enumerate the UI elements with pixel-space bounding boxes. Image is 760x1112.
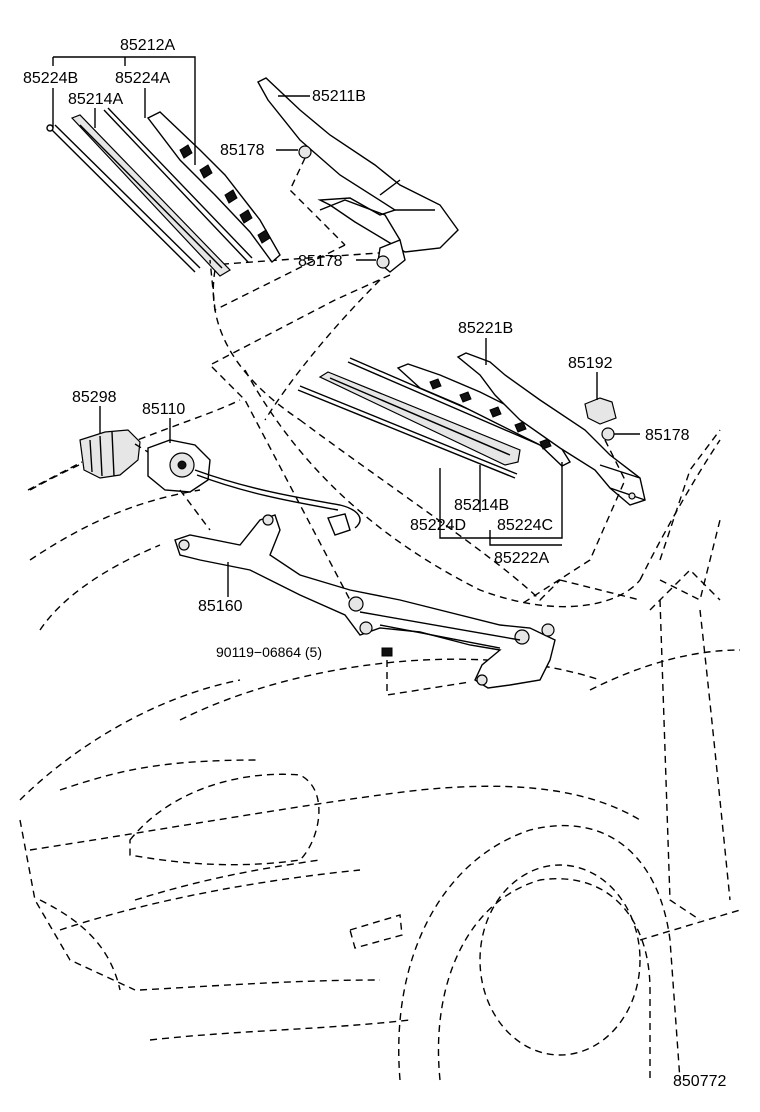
motor-cover-85298 — [79, 429, 141, 479]
label-85178-right: 85178 — [645, 427, 690, 444]
label-85214B: 85214B — [454, 497, 509, 514]
label-85224C: 85224C — [497, 517, 553, 534]
label-85221B: 85221B — [458, 320, 513, 337]
left-wiper-blade-assembly — [46, 107, 281, 277]
leader-lines — [27, 56, 640, 606]
label-85224B: 85224B — [23, 70, 78, 87]
label-85110: 85110 — [142, 401, 185, 418]
label-85212A: 85212A — [120, 37, 175, 54]
cap-85192 — [584, 397, 617, 425]
bolt-90119 — [381, 647, 393, 657]
label-85178-upper: 85178 — [220, 142, 265, 159]
part-labels: 85212A 85224B 85224A 85214A 85211B 85178… — [23, 37, 726, 1090]
label-85214A: 85214A — [68, 91, 123, 108]
label-85224A: 85224A — [115, 70, 170, 87]
label-85298: 85298 — [72, 389, 117, 406]
figure-number: 850772 — [673, 1073, 726, 1090]
wiper-linkage — [174, 514, 556, 696]
nut-85178-upper — [298, 145, 312, 159]
label-85211B: 85211B — [312, 88, 366, 105]
nut-85178-lower — [376, 255, 390, 269]
label-85160: 85160 — [198, 598, 243, 615]
left-wiper-arm — [257, 77, 459, 273]
label-90119-06864: 90119−06864 (5) — [216, 644, 322, 660]
nut-85178-right — [601, 427, 615, 441]
right-wiper-blade-assembly — [297, 357, 572, 479]
label-85178-lower: 85178 — [298, 253, 343, 270]
car-body-outline — [19, 249, 741, 1081]
label-85222A: 85222A — [494, 550, 549, 567]
label-85224D: 85224D — [410, 517, 466, 534]
wiper-motor — [79, 429, 361, 536]
right-wiper-arm — [456, 352, 646, 506]
label-85192: 85192 — [568, 355, 613, 372]
